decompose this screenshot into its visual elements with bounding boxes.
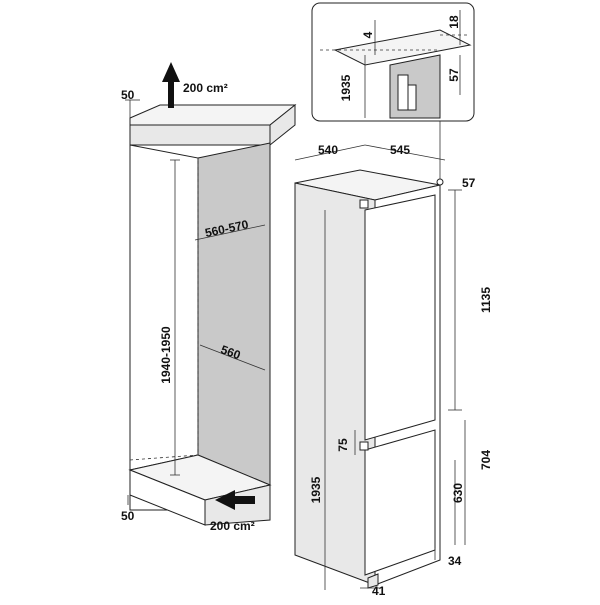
ventilation-arrows bbox=[162, 62, 255, 510]
arrow-left-icon bbox=[215, 490, 255, 510]
appliance-depth-label: 545 bbox=[390, 143, 410, 157]
appliance-height-label: 1935 bbox=[309, 476, 323, 503]
arrow-up-icon bbox=[162, 62, 180, 108]
top-offset-label: 57 bbox=[462, 176, 476, 190]
niche-height-label: 1940-1950 bbox=[159, 326, 173, 384]
vent-top-label: 200 cm² bbox=[183, 81, 228, 95]
detail-inset bbox=[311, 2, 475, 186]
lower-door-inner-label: 630 bbox=[451, 483, 465, 503]
foot-offset-label: 41 bbox=[372, 584, 386, 598]
bottom-gap-label: 50 bbox=[121, 509, 135, 523]
niche-width-label: 560 bbox=[219, 342, 243, 362]
detail-height-label: 1935 bbox=[339, 74, 353, 101]
vent-bottom-label: 200 cm² bbox=[210, 519, 255, 533]
upper-door-label: 1135 bbox=[479, 287, 493, 313]
detail-gap-label: 4 bbox=[361, 31, 375, 38]
top-gap-label: 50 bbox=[121, 88, 135, 102]
door-gap-label: 75 bbox=[336, 438, 350, 452]
lower-door-label: 704 bbox=[479, 450, 493, 470]
detail-bracket-label: 57 bbox=[447, 68, 461, 82]
detail-top-label: 18 bbox=[447, 15, 461, 29]
niche-cabinet bbox=[128, 103, 297, 526]
appliance-width-label: 540 bbox=[318, 143, 338, 157]
dimension-lines bbox=[125, 10, 466, 590]
dimension-labels: 200 cm² 50 50 200 cm² 560-570 560 1940-1… bbox=[121, 15, 493, 598]
foot-height-label: 34 bbox=[448, 554, 462, 568]
fridge-appliance bbox=[294, 169, 441, 589]
